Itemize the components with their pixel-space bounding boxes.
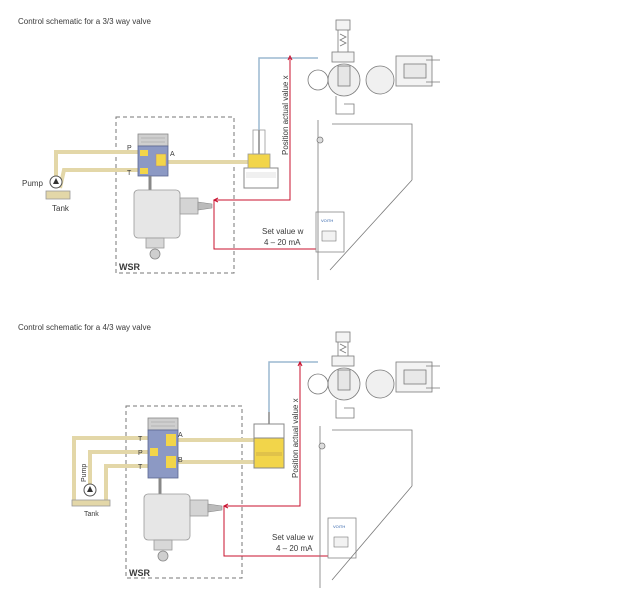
turbine-valve-assembly	[307, 331, 440, 588]
cable-plug-icon	[197, 201, 213, 211]
controller-display	[321, 230, 337, 242]
diagram-4-3-way-valve: Control schematic for a 4/3 way valve WS…	[18, 323, 440, 588]
wsr-enclosure	[125, 405, 243, 579]
turbine-valve-assembly	[307, 19, 440, 280]
cable-plug-icon	[207, 503, 223, 513]
setvalue-line1: Set value w	[272, 533, 314, 542]
brand-label: VOITH	[333, 524, 345, 529]
solenoid-coil	[137, 133, 169, 147]
feedback-label: Position actual value x	[281, 75, 290, 155]
motor-housing	[133, 189, 181, 239]
port-p-label: P	[127, 145, 132, 152]
return-line-top	[72, 436, 150, 502]
diagram-title: Control schematic for a 3/3 way valve	[18, 17, 151, 26]
feedback-label: Position actual value x	[291, 398, 300, 478]
diagram-title: Control schematic for a 4/3 way valve	[18, 323, 151, 332]
setvalue-line2: 4 – 20 mA	[264, 238, 301, 247]
tank-icon	[71, 499, 111, 507]
pump-label: Pump	[22, 179, 43, 188]
pressure-line	[88, 450, 150, 486]
motor-housing	[143, 493, 191, 541]
linkage-rod	[258, 57, 318, 130]
tank-label: Tank	[52, 204, 70, 213]
actuator-oil-chamber	[247, 153, 271, 169]
port-t-top-label: T	[138, 436, 143, 443]
connector-box	[189, 499, 209, 517]
setvalue-line2: 4 – 20 mA	[276, 544, 313, 553]
position-sensor-icon	[149, 248, 161, 260]
port-t-bottom-label: T	[138, 464, 143, 471]
return-line-bottom	[104, 464, 150, 502]
spool-port-b	[166, 456, 176, 468]
solenoid-coil	[147, 417, 179, 431]
diagram-3-3-way-valve: Control schematic for a 3/3 way valve WS…	[18, 17, 440, 280]
spool-port-a	[155, 153, 167, 167]
setvalue-signal-line	[223, 506, 328, 557]
position-sensor-icon	[157, 550, 169, 562]
wsr-label: WSR	[119, 262, 140, 272]
setvalue-line1: Set value w	[262, 227, 304, 236]
port-a-label: A	[170, 151, 175, 158]
connector-box	[179, 197, 199, 215]
port-p-label: P	[138, 450, 143, 457]
wsr-label: WSR	[129, 568, 150, 578]
brand-label: VOITH	[321, 218, 333, 223]
pump-arrow-icon	[87, 486, 93, 492]
port-b-label: B	[178, 457, 183, 464]
feedback-signal-line	[224, 362, 301, 507]
tank-icon	[45, 190, 71, 200]
spool-port-a	[166, 434, 176, 446]
port-t-label: T	[127, 170, 132, 177]
feedback-signal-line	[214, 58, 291, 201]
wsr-enclosure	[115, 116, 235, 274]
pressure-line	[54, 150, 140, 176]
setvalue-signal-line	[213, 200, 318, 250]
linkage-rod	[268, 361, 318, 412]
pump-arrow-icon	[53, 178, 59, 184]
controller-display	[333, 536, 349, 548]
pump-label: Pump	[81, 464, 88, 482]
port-a-label: A	[178, 432, 183, 439]
tank-label: Tank	[84, 511, 99, 518]
actuator-upper	[253, 423, 285, 439]
